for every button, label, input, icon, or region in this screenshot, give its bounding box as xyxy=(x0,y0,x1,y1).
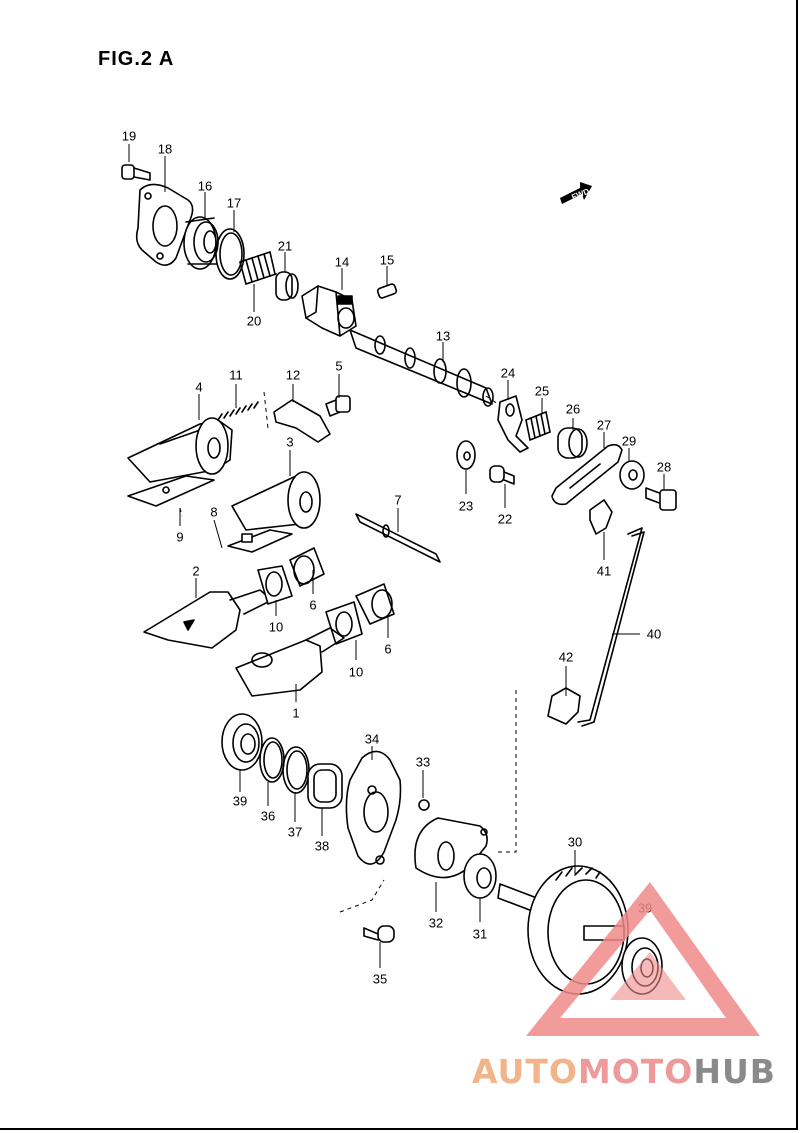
callout-35: 35 xyxy=(372,971,388,987)
part-21-collar xyxy=(275,271,299,301)
part-42-clip xyxy=(547,687,581,725)
part-7-pin xyxy=(355,513,441,563)
watermark-part-auto: AUTO xyxy=(472,1052,578,1091)
part-26-collar xyxy=(557,427,588,459)
part-36-circlip xyxy=(259,737,285,783)
part-38-gasket xyxy=(307,763,343,809)
callout-39-a: 39 xyxy=(232,793,248,809)
part-4-cam xyxy=(127,417,233,483)
callout-30: 30 xyxy=(567,834,583,850)
callout-22: 22 xyxy=(497,511,513,527)
callout-28: 28 xyxy=(656,459,672,475)
callout-11: 11 xyxy=(229,367,243,383)
part-40-rod xyxy=(577,527,645,727)
callout-19: 19 xyxy=(121,128,137,144)
callout-5: 5 xyxy=(335,358,343,374)
part-41-clip xyxy=(589,499,613,535)
callout-16: 16 xyxy=(197,178,213,194)
part-27-plate xyxy=(551,443,623,506)
callout-24: 24 xyxy=(500,365,516,381)
part-6-collar-b xyxy=(355,583,395,625)
part-23-washer xyxy=(456,440,476,470)
part-22-screw xyxy=(489,465,515,485)
part-8-plate xyxy=(227,529,293,553)
part-16-oil-seal xyxy=(183,216,219,270)
callout-7: 7 xyxy=(394,492,402,508)
callout-39-b: 39 xyxy=(637,900,653,916)
part-19-bolt xyxy=(121,164,151,181)
callout-13: 13 xyxy=(435,328,451,344)
watermark-part-hub: HUB xyxy=(693,1052,776,1091)
part-11-spring xyxy=(217,401,259,421)
callout-9: 9 xyxy=(176,529,184,545)
callout-14: 14 xyxy=(334,254,350,270)
callout-38: 38 xyxy=(314,838,330,854)
fwd-arrow xyxy=(560,182,592,204)
part-15-screw xyxy=(376,283,398,299)
callout-20: 20 xyxy=(246,313,262,329)
part-12-bracket xyxy=(273,399,331,443)
part-30-kick-gear xyxy=(497,865,629,995)
part-33-ball xyxy=(418,799,430,811)
watermark-part-moto: MOTO xyxy=(577,1052,694,1091)
callout-21: 21 xyxy=(277,238,293,254)
callout-17: 17 xyxy=(226,195,242,211)
callout-6-b: 6 xyxy=(384,641,392,657)
callout-27: 27 xyxy=(596,417,612,433)
fwd-label: FWD xyxy=(570,187,590,202)
callout-25: 25 xyxy=(534,383,550,399)
part-14-lever xyxy=(301,285,357,337)
part-24-bracket xyxy=(497,395,529,453)
part-37-ring xyxy=(282,746,310,794)
part-39-bearing-lower xyxy=(621,937,663,995)
part-18-flange xyxy=(135,183,194,266)
callout-29: 29 xyxy=(621,433,637,449)
callout-1: 1 xyxy=(292,705,300,721)
callout-32: 32 xyxy=(428,915,444,931)
figure-title: FIG.2 A xyxy=(98,48,175,70)
callout-18: 18 xyxy=(157,141,173,157)
part-28-bolt xyxy=(645,487,677,511)
callout-10-a: 10 xyxy=(268,619,284,635)
part-25-spring xyxy=(525,411,551,441)
callout-12: 12 xyxy=(285,367,301,383)
part-5-bolt xyxy=(325,395,351,417)
part-13-shaft xyxy=(349,329,494,407)
callout-33: 33 xyxy=(415,754,431,770)
callout-40: 40 xyxy=(646,626,662,642)
callout-42: 42 xyxy=(558,649,574,665)
callout-6-a: 6 xyxy=(309,597,317,613)
callout-36: 36 xyxy=(260,808,276,824)
callout-2: 2 xyxy=(192,563,200,579)
callout-3: 3 xyxy=(286,434,294,450)
callout-26: 26 xyxy=(565,401,581,417)
part-31-washer xyxy=(463,853,497,899)
callout-37: 37 xyxy=(287,824,303,840)
callout-15: 15 xyxy=(379,252,395,268)
part-2-cam xyxy=(143,589,273,649)
callout-23: 23 xyxy=(458,498,474,514)
part-29-washer xyxy=(619,460,645,490)
part-3-cam xyxy=(231,471,321,531)
callout-4: 4 xyxy=(195,379,203,395)
callout-41: 41 xyxy=(596,563,612,579)
callout-10-b: 10 xyxy=(348,664,364,680)
part-39-bearing xyxy=(221,713,263,771)
watermark-text: AUTOMOTOHUB xyxy=(472,1052,776,1091)
part-6-collar-a xyxy=(289,547,325,587)
callout-31: 31 xyxy=(472,926,488,942)
part-1-cam xyxy=(235,627,345,697)
callout-8: 8 xyxy=(210,504,218,520)
part-35-screw xyxy=(363,925,395,943)
part-10-spacer-b xyxy=(325,601,363,645)
part-17-o-ring xyxy=(215,228,245,280)
part-34-cover xyxy=(345,750,402,865)
part-10-spacer-a xyxy=(257,565,293,605)
callout-34: 34 xyxy=(364,731,380,747)
part-9-plate xyxy=(127,475,215,507)
part-20-spring xyxy=(239,251,277,285)
